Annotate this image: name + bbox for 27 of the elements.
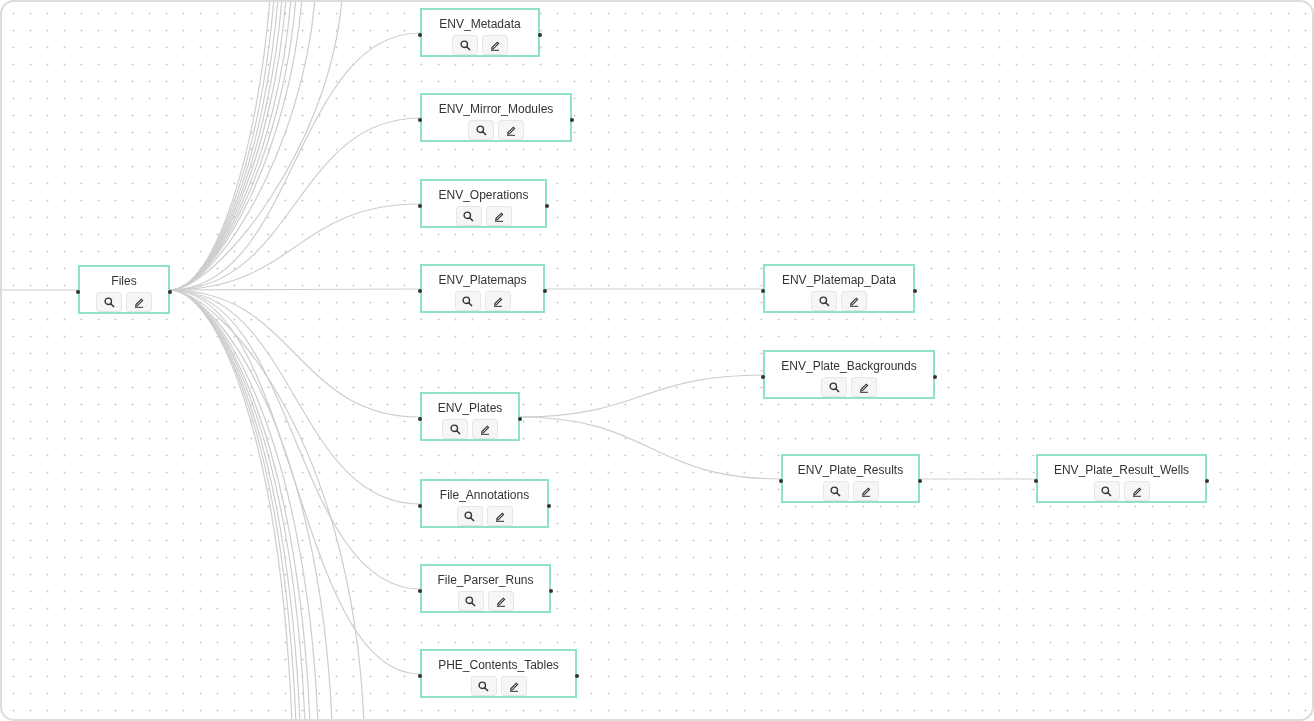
table-node — [420, 392, 520, 441]
node-title: File_Parser_Runs — [437, 573, 534, 587]
node-title: ENV_Platemap_Data — [781, 273, 897, 287]
node-title: File_Annotations — [439, 488, 530, 502]
table-node — [781, 454, 920, 503]
table-node — [763, 264, 915, 313]
table-node — [78, 265, 170, 314]
node-title: ENV_Mirror_Modules — [438, 102, 554, 116]
node-title: ENV_Plate_Results — [797, 463, 904, 477]
table-node — [420, 8, 540, 57]
table-node — [1036, 454, 1207, 503]
node-title: ENV_Metadata — [439, 17, 521, 31]
connector-line — [519, 416, 782, 480]
node-title: ENV_Plate_Backgrounds — [781, 359, 917, 373]
node-title: Files — [111, 274, 137, 288]
node-title: ENV_Operations — [438, 188, 529, 202]
node-title: PHE_Contents_Tables — [438, 658, 559, 672]
node-title: ENV_Platemaps — [438, 273, 527, 287]
node-title: ENV_Plates — [437, 401, 503, 415]
table-node — [420, 93, 572, 142]
table-node — [420, 264, 545, 313]
table-node — [420, 649, 577, 698]
table-node — [420, 179, 547, 228]
node-title: ENV_Plate_Result_Wells — [1053, 463, 1190, 477]
table-node — [420, 564, 551, 613]
table-node — [420, 479, 549, 528]
table-node — [763, 350, 935, 399]
